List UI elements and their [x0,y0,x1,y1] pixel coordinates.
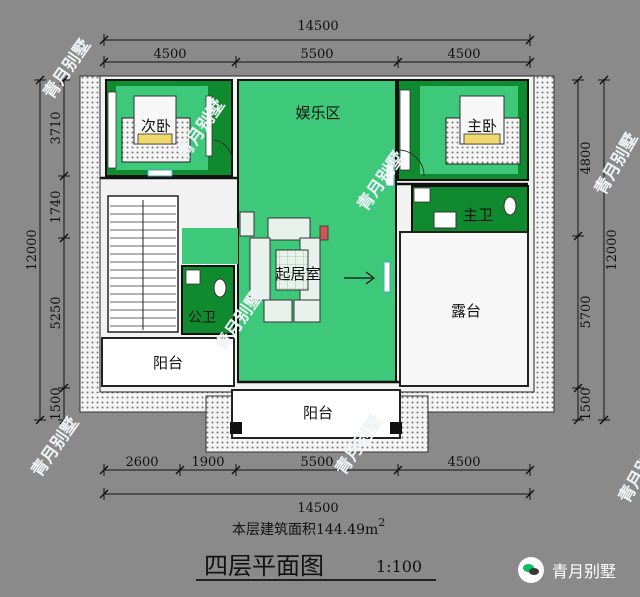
wechat-icon [518,557,544,583]
stair [107,195,179,333]
room-balcony-left [101,337,235,387]
room-bedroom-secondary [105,79,233,177]
label-terrace: 露台 [451,302,481,320]
label-master-bath: 主卫 [463,206,493,224]
room-master-bath [411,185,529,233]
room-public-bath [181,265,235,335]
plan-scale: 1:100 [376,557,422,576]
dimension-lines: 14500 4500 5500 4500 2600 1900 5500 4500 14500 37… [25,19,620,516]
watermark-8: 青月别墅 [614,437,640,506]
area-label: 本层建筑面积144.49m2 [232,516,385,538]
dim-top-seg-3: 4500 [447,47,480,62]
dim-left-seg-1: 3710 [49,111,64,144]
dim-left-total: 12000 [25,229,40,270]
room-entertainment-living [147,79,397,383]
room-terrace [399,231,529,387]
dim-bottom-seg-4: 4500 [447,455,480,470]
dim-right-total: 12000 [605,229,620,270]
account-badge: 青月别墅 [518,553,636,587]
label-balcony-left: 阳台 [153,354,183,372]
room-bedroom-master [397,79,529,181]
badge-text: 青月别墅 [552,562,617,581]
dim-left-seg-2: 1740 [49,190,64,223]
label-living: 起居室 [275,265,320,283]
dim-right-seg-3: 1500 [579,387,594,420]
dim-bottom-seg-2: 1900 [191,455,224,470]
plan-title: 四层平面图 [204,552,324,580]
dim-left-seg-3: 5250 [49,296,64,329]
label-public-bath: 公卫 [188,310,216,326]
dim-top-seg-1: 4500 [153,47,186,62]
label-bedroom-master: 主卧 [467,117,497,135]
label-balcony-bottom: 阳台 [303,404,333,422]
dim-bottom-seg-1: 2600 [125,455,158,470]
room-balcony-bottom [230,389,402,439]
watermark-5: 青月别墅 [27,413,83,481]
label-bedroom-secondary: 次卧 [141,117,171,135]
dim-right-seg-2: 5700 [579,295,594,328]
dim-right-seg-1: 4800 [579,141,594,174]
dim-bottom-seg-3: 5500 [300,455,333,470]
label-entertainment: 娱乐区 [295,104,340,122]
dim-left-seg-4: 1500 [49,387,64,420]
watermark-7: 青月别墅 [590,129,640,198]
dim-top-total: 14500 [297,19,338,34]
dim-bottom-total: 14500 [297,501,338,516]
dim-top-seg-2: 5500 [300,47,333,62]
wall-lines [100,176,528,384]
